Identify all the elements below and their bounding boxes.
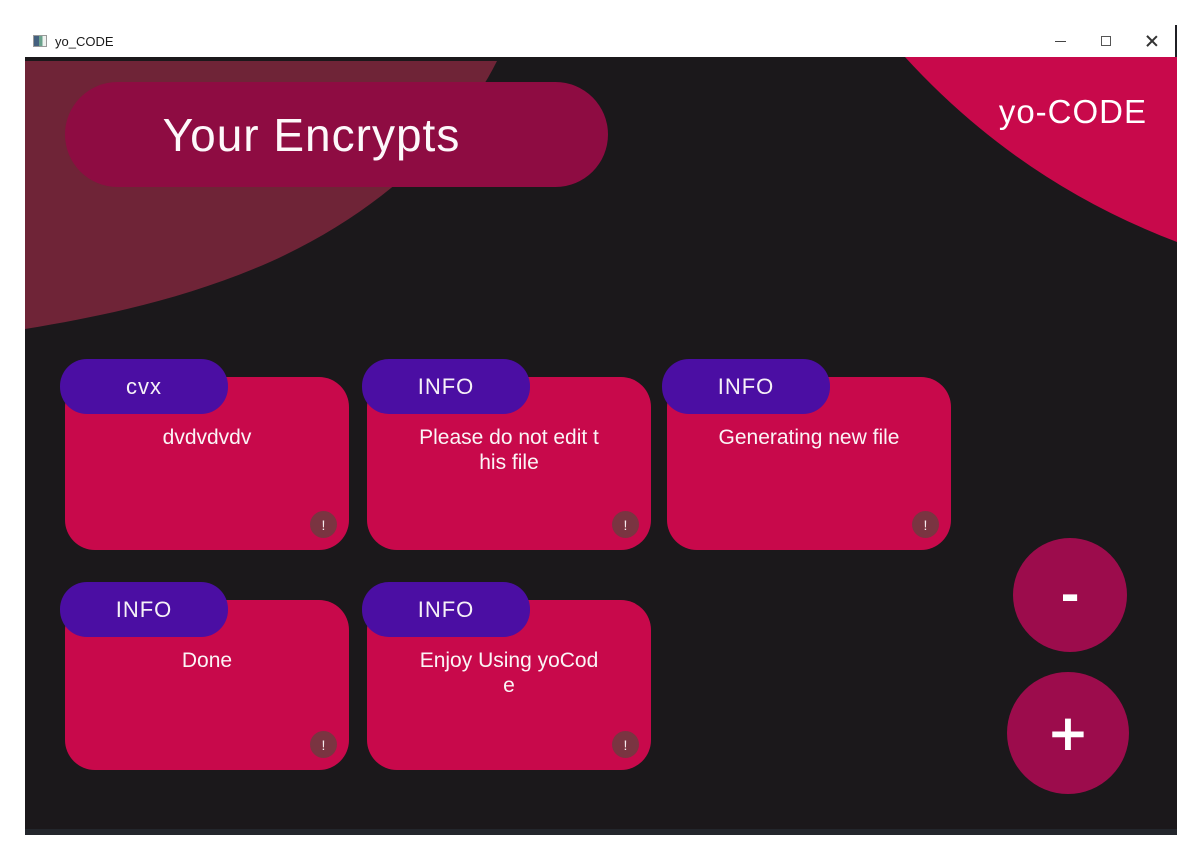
status-strip [25, 829, 1177, 835]
add-button[interactable]: + [1007, 672, 1129, 794]
title-bar: yo_CODE [25, 25, 1175, 57]
app-content: yo-CODE Your Encrypts cvx dvdvdvdv ! INF… [25, 57, 1177, 835]
decor-corner-top-right [905, 57, 1177, 242]
card-tag: INFO [60, 582, 228, 637]
minimize-button[interactable] [1037, 25, 1083, 57]
window-title: yo_CODE [55, 33, 114, 49]
alert-badge: ! [612, 511, 639, 538]
close-button[interactable] [1129, 25, 1175, 57]
page-title: Your Encrypts [162, 108, 461, 161]
card-message: Please do not edit t his file [419, 426, 599, 474]
brand-label: yo-CODE [998, 93, 1147, 130]
app-icon [33, 35, 47, 47]
alert-badge: ! [310, 731, 337, 758]
encrypt-card[interactable]: INFO Please do not edit t his file ! [362, 359, 651, 550]
encrypt-card[interactable]: cvx dvdvdvdv ! [60, 359, 349, 550]
alert-badge: ! [912, 511, 939, 538]
card-tag: cvx [60, 359, 228, 414]
encrypt-card[interactable]: INFO Enjoy Using yoCod e ! [362, 582, 651, 770]
card-message: Enjoy Using yoCod e [419, 649, 599, 697]
card-message: dvdvdvdv [162, 426, 252, 449]
maximize-icon [1101, 36, 1111, 46]
card-message: Generating new file [718, 426, 900, 449]
encrypt-card[interactable]: INFO Generating new file ! [662, 359, 951, 550]
minimize-icon [1054, 40, 1066, 42]
alert-badge: ! [310, 511, 337, 538]
maximize-button[interactable] [1083, 25, 1129, 57]
close-icon [1145, 34, 1159, 48]
remove-button[interactable]: - [1013, 538, 1127, 652]
alert-badge: ! [612, 731, 639, 758]
window-controls [1037, 25, 1175, 57]
encrypt-card[interactable]: INFO Done ! [60, 582, 349, 770]
card-tag: INFO [662, 359, 830, 414]
card-tag: INFO [362, 359, 530, 414]
card-message: Done [181, 649, 233, 672]
page-title-pill: Your Encrypts [65, 82, 608, 187]
card-tag: INFO [362, 582, 530, 637]
app-window: yo_CODE yo-CODE Your Encrypts cvx dvdvdv… [25, 25, 1177, 835]
